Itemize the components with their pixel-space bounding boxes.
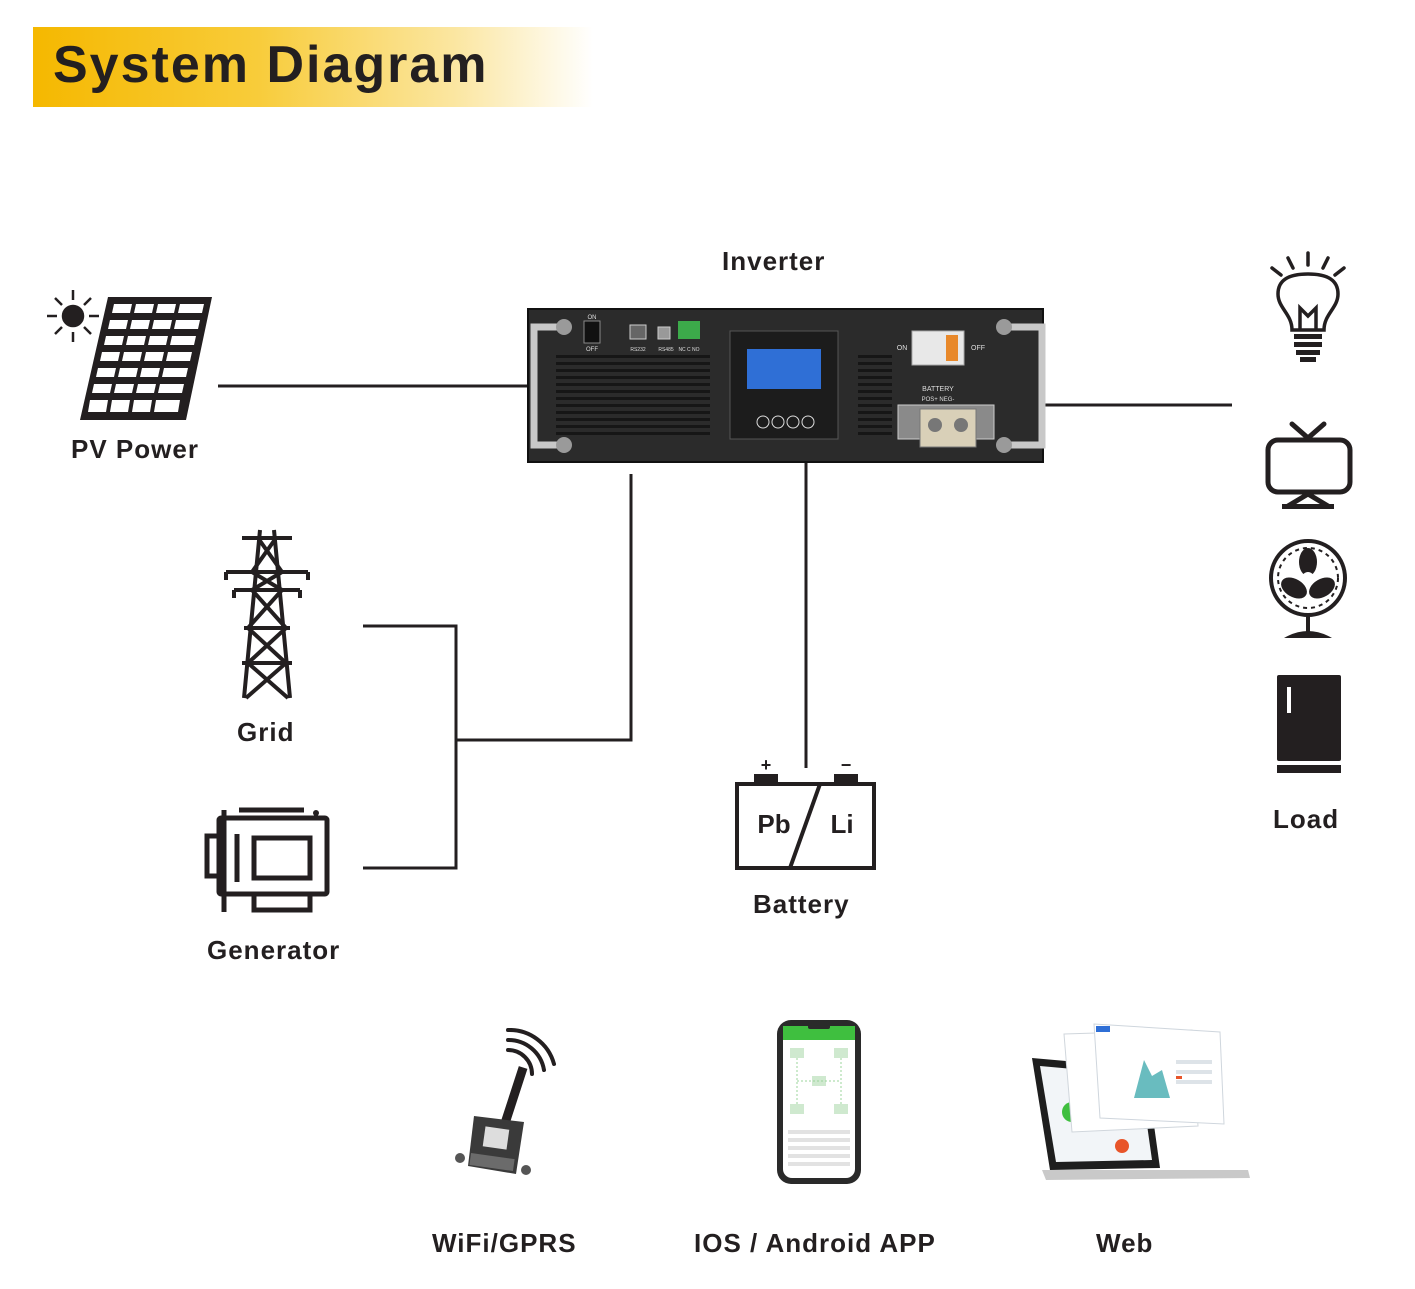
- generator-label: Generator: [207, 935, 341, 965]
- page-title: System Diagram: [53, 36, 489, 94]
- switch-off-text: OFF: [586, 347, 598, 353]
- switch-on-text: ON: [588, 315, 597, 321]
- battery-plus: +: [761, 760, 772, 775]
- rs485-text: RS485: [658, 347, 674, 353]
- load-label: Load: [1273, 804, 1340, 834]
- breaker-off-text: OFF: [971, 345, 985, 352]
- grid-label: Grid: [237, 717, 295, 747]
- title-banner: System Diagram: [33, 27, 593, 107]
- lcd-screen: [747, 349, 821, 389]
- breaker-on-text: ON: [897, 345, 908, 352]
- rs232-text: RS232: [630, 347, 646, 353]
- grid-line: [363, 624, 458, 870]
- battery-panel-text: BATTERY: [922, 386, 954, 393]
- bulb-icon: [1270, 251, 1346, 362]
- sun-icon: [47, 290, 99, 342]
- relay-text: NC C NO: [678, 347, 699, 353]
- vent-right: [858, 355, 892, 435]
- wifi-dongle-icon: [455, 1028, 556, 1175]
- phone-icon: [777, 1020, 861, 1184]
- battery-terminal-text: POS+ NEG-: [922, 397, 955, 403]
- pylon-icon: [224, 529, 310, 700]
- web-label: Web: [1096, 1228, 1154, 1258]
- laptop-icon: [1032, 1023, 1250, 1180]
- tv-icon: [1265, 421, 1353, 509]
- pv-label: PV Power: [71, 434, 199, 464]
- fan-icon: [1269, 539, 1347, 638]
- battery-minus: −: [841, 760, 852, 775]
- fridge-icon: [1277, 675, 1341, 773]
- battery-icon: + − Pb Li: [735, 760, 876, 870]
- inverter-label: Inverter: [722, 246, 826, 276]
- ac-input-line: [456, 474, 633, 742]
- battery-li: Li: [830, 809, 853, 839]
- solar-panel-icon: [80, 297, 212, 420]
- pv-group: [47, 290, 212, 420]
- vent-left: [556, 355, 710, 435]
- right-handle: [1004, 323, 1046, 449]
- generator-icon: [204, 807, 330, 913]
- battery-pb: Pb: [757, 809, 790, 839]
- left-handle: [530, 323, 564, 449]
- app-label: IOS / Android APP: [694, 1228, 936, 1258]
- inverter-unit: ON OFF RS232 RS485 NC C NO ON OFF BATTER…: [527, 308, 1046, 463]
- battery-label: Battery: [753, 889, 850, 919]
- wifi-label: WiFi/GPRS: [432, 1228, 577, 1258]
